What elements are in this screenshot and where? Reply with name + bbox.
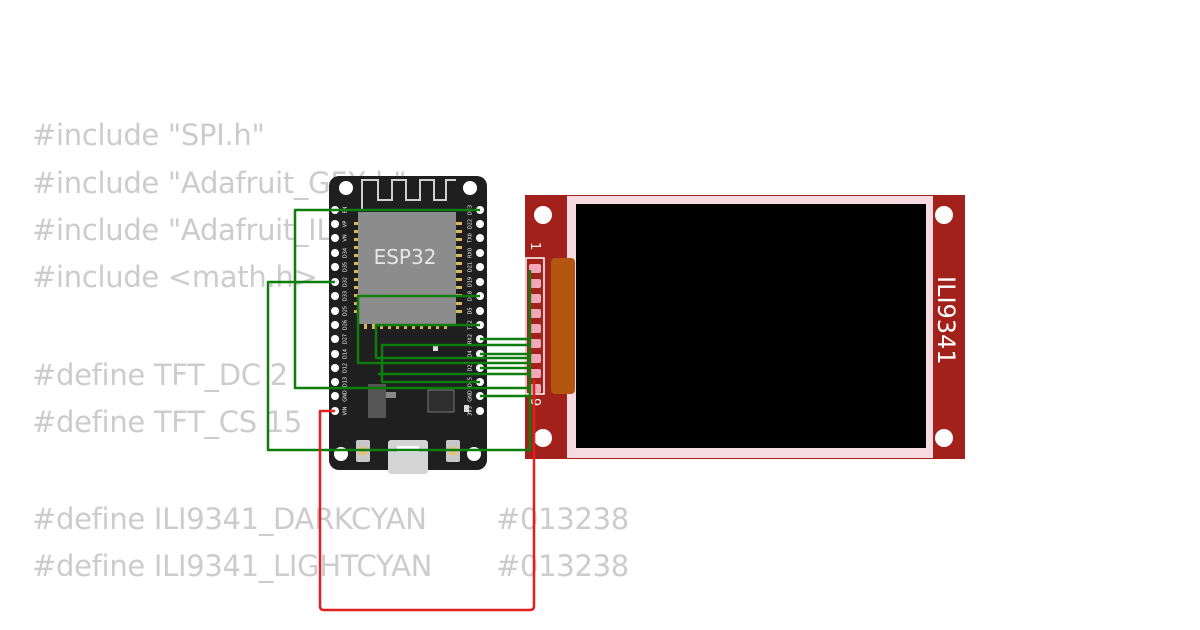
- code-line-include-math: #include <math.h>: [32, 260, 318, 294]
- antenna-trace: [361, 179, 456, 210]
- esp32-left-pin-label: VP: [343, 221, 349, 227]
- mount-hole: [339, 181, 353, 195]
- mount-hole: [534, 429, 552, 447]
- esp32-right-pin-label: 3V3: [468, 406, 474, 416]
- esp32-right-pin-labels: D23D22TX0RX0D21D19D18D5TX2RX2D4D2D15GND3…: [468, 205, 474, 416]
- display-flex-cable: [551, 258, 575, 394]
- display-screen: [576, 204, 926, 448]
- esp32-right-pin-label: TX0: [468, 233, 474, 244]
- esp32-left-pins: [331, 206, 339, 415]
- esp32-module-chip: [358, 212, 456, 324]
- esp32-left-pin-label: D32: [343, 277, 349, 287]
- esp32-left-pin-label: VN: [343, 234, 349, 241]
- esp32-left-pin-label: D13: [343, 377, 349, 387]
- esp32-right-pin-label: GND: [468, 390, 474, 402]
- esp32-label: ESP32: [374, 245, 437, 269]
- mount-hole: [935, 429, 953, 447]
- esp32-left-pin-label: D25: [343, 306, 349, 316]
- esp32-right-pin-label: D4: [468, 350, 474, 357]
- code-value-lightcyan: #013238: [496, 549, 629, 583]
- esp32-right-pin-label: D19: [468, 277, 474, 287]
- voltage-regulator: [368, 384, 386, 418]
- smd-component: [464, 405, 469, 412]
- esp32-right-pin-label: D21: [468, 262, 474, 272]
- code-line-define-dc: #define TFT_DC 2: [32, 358, 288, 392]
- regulator-tab: [386, 392, 396, 398]
- wire-green[interactable]: [293, 208, 530, 390]
- smd-component: [433, 345, 438, 351]
- esp32-left-pin-label: D12: [343, 363, 349, 373]
- esp32-left-pin-label: GND: [343, 390, 349, 402]
- esp32-right-pin-label: D5: [468, 307, 474, 314]
- code-value-darkcyan: #013238: [496, 502, 629, 536]
- esp32-right-pin-label: D22: [468, 219, 474, 229]
- wire-green[interactable]: [380, 343, 530, 384]
- esp32-right-pin-label: RX0: [468, 248, 474, 258]
- wire-green[interactable]: [266, 270, 532, 452]
- wire-green[interactable]: [356, 294, 530, 365]
- esp32-left-pin-label: D34: [343, 248, 349, 258]
- esp32-left-pin-label: D26: [343, 320, 349, 330]
- code-line-define-cs: #define TFT_CS 15: [32, 405, 303, 439]
- display-model-label: ILI9341: [932, 276, 960, 365]
- display-header-pins: [529, 264, 541, 393]
- esp32-right-pins: [476, 206, 484, 415]
- esp32-left-pin-label: D14: [343, 349, 349, 359]
- esp32-right-pin-label: D2: [468, 364, 474, 371]
- code-line-define-darkcyan: #define ILI9341_DARKCYAN: [32, 502, 427, 536]
- wire-red[interactable]: [318, 380, 536, 612]
- code-line-define-lightcyan: #define ILI9341_LIGHTCYAN: [32, 549, 433, 583]
- esp32-right-pin-label: RX2: [468, 334, 474, 344]
- esp32-left-pin-label: D27: [343, 334, 349, 344]
- esp32-left-pin-label: VIN: [343, 406, 349, 415]
- mount-hole: [534, 206, 552, 224]
- esp32-left-pin-label: D33: [343, 291, 349, 301]
- mount-hole: [935, 206, 953, 224]
- code-line-include-spi: #include "SPI.h": [32, 118, 265, 152]
- esp32-left-pin-label: D35: [343, 262, 349, 272]
- wires: [266, 208, 536, 612]
- wire-green[interactable]: [374, 323, 530, 360]
- usb-uart-chip: [427, 389, 455, 413]
- usb-port: [388, 440, 428, 474]
- display-pin-first-label: 1: [527, 242, 542, 250]
- mount-hole: [463, 181, 477, 195]
- esp32-left-pin-labels: ENVPVND34D35D32D33D25D26D27D14D12D13GNDV…: [343, 206, 349, 415]
- ili9341-display[interactable]: 1 9 ILI9341: [525, 195, 965, 459]
